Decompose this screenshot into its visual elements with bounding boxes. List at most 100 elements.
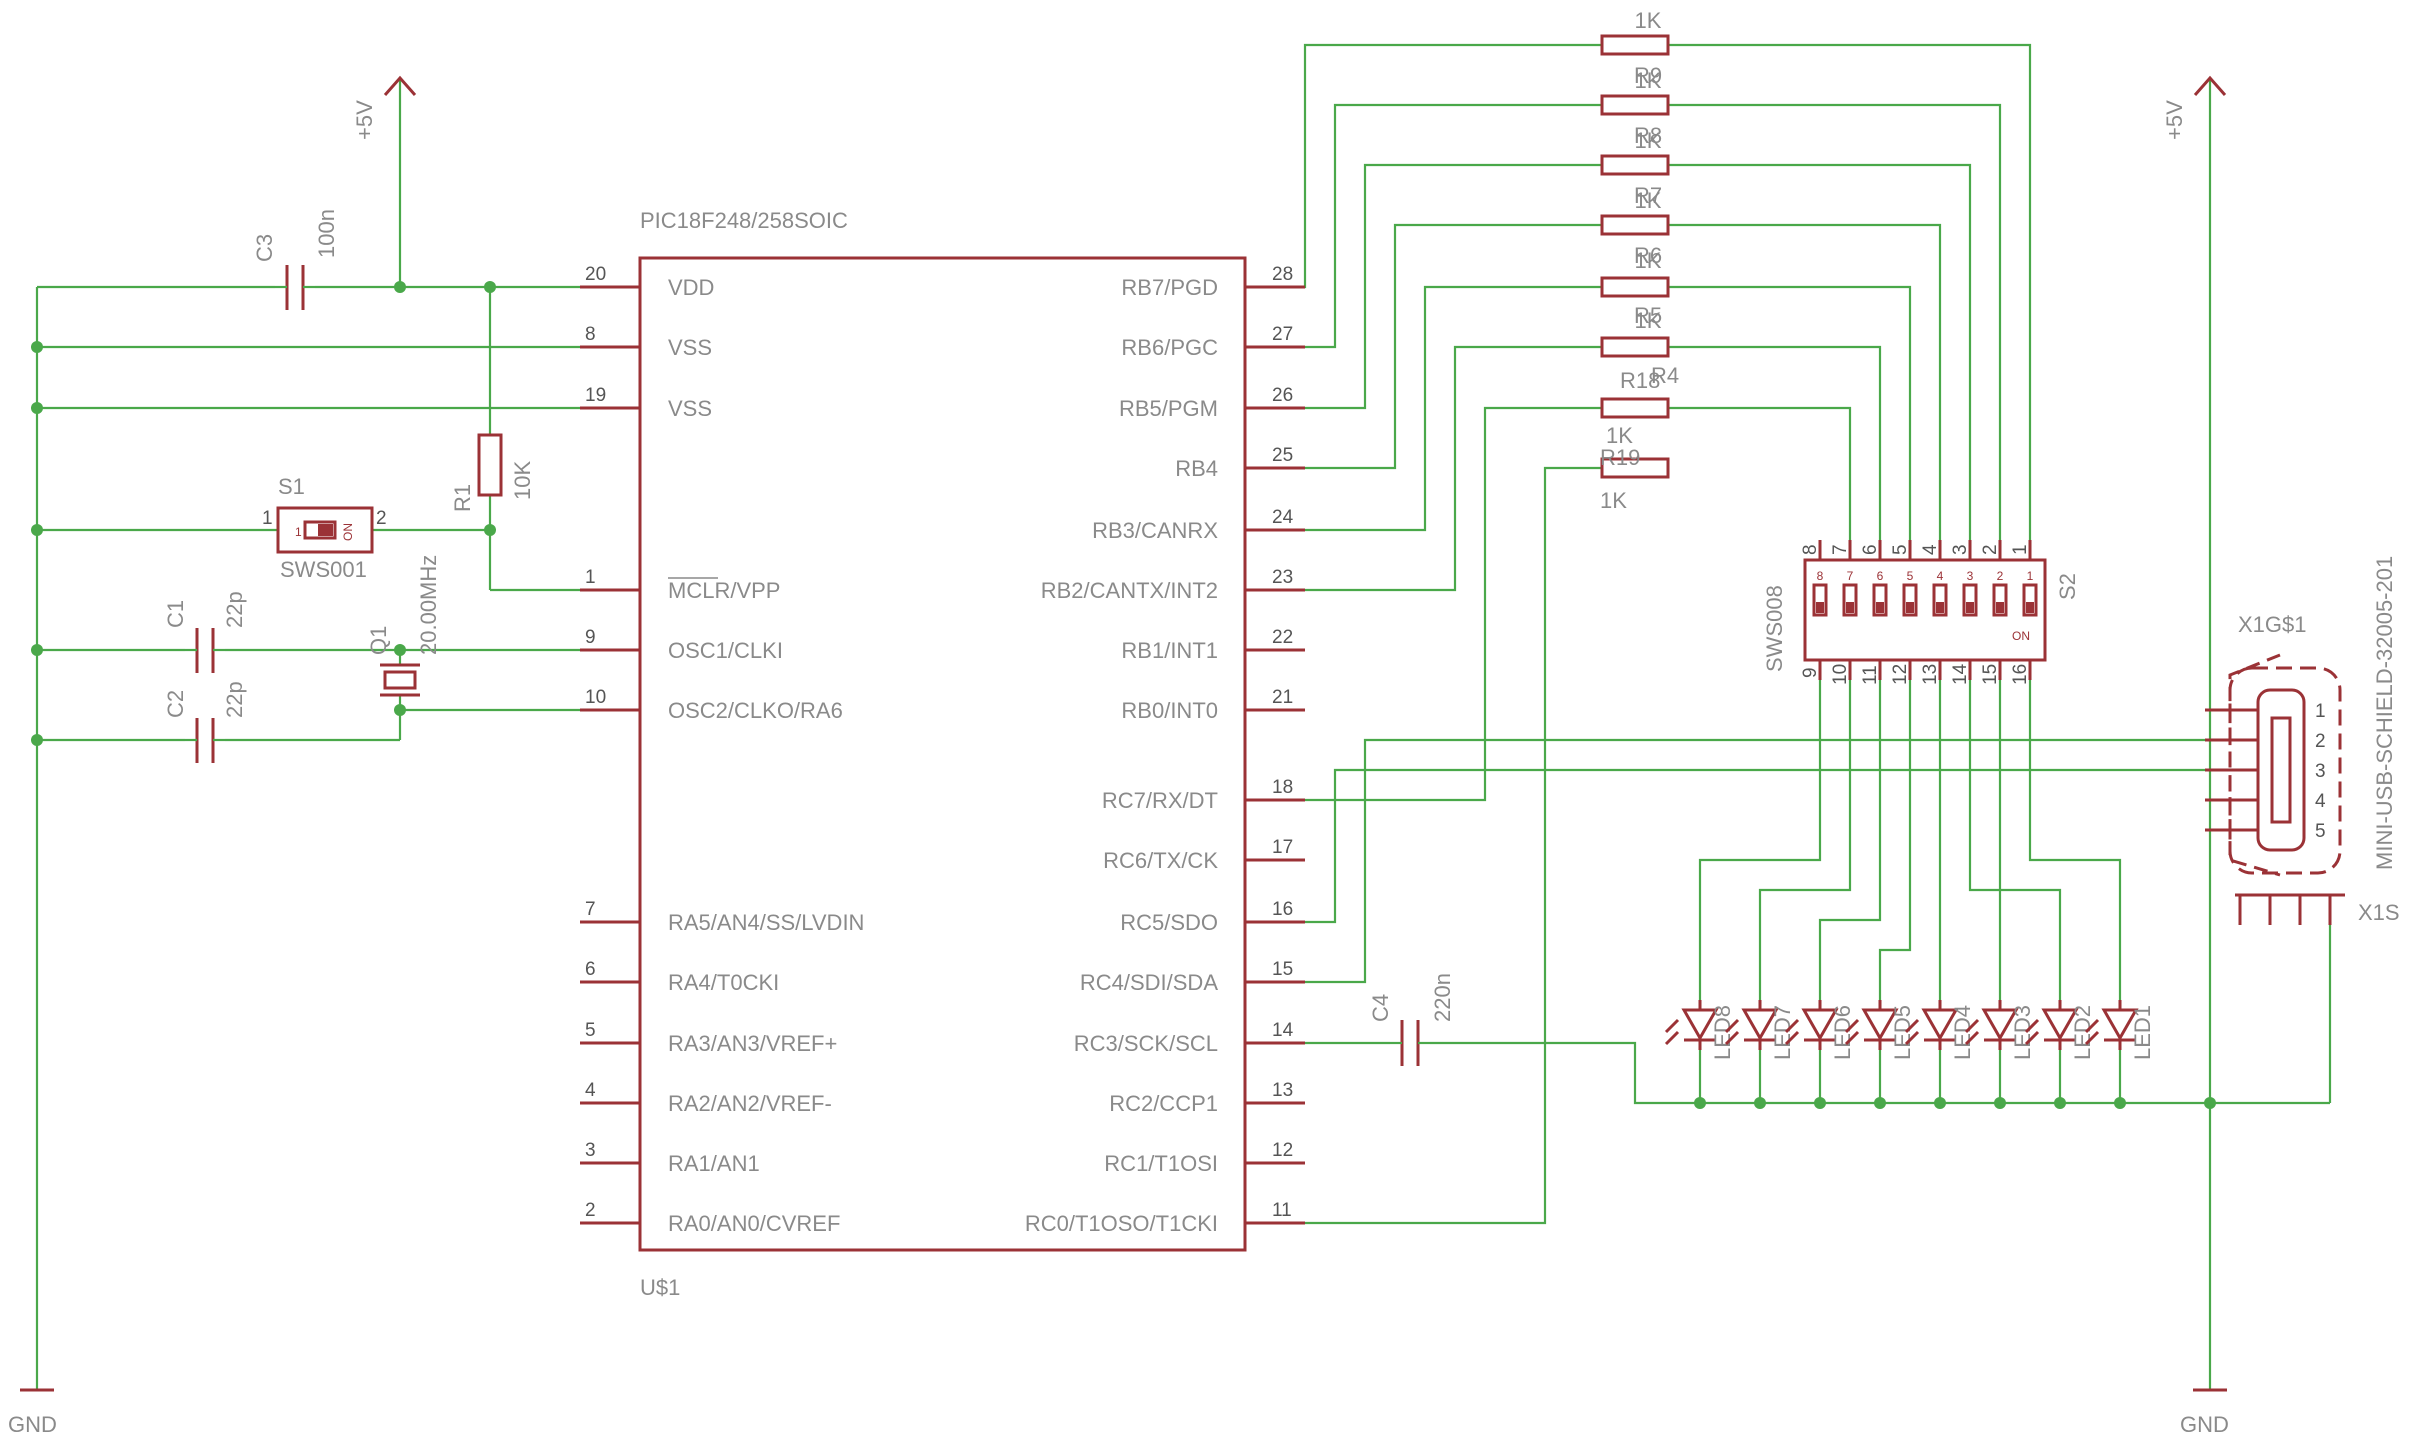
s2-slider (1812, 583, 1828, 617)
resistor-label: 1K (1635, 128, 1662, 153)
mcu-pin-number: 12 (1272, 1140, 1293, 1161)
led-label: LED6 (1830, 1005, 1855, 1060)
led: LED8 (1664, 1000, 1735, 1060)
s2-slider (1992, 583, 2008, 617)
usb-name-g: X1G$1 (2238, 612, 2307, 637)
mcu-pin-number: 23 (1272, 567, 1293, 588)
mcu-pin-label: RB1/INT1 (1121, 638, 1218, 663)
c2-name: C2 (163, 690, 188, 718)
q1-value: 20.00MHz (416, 555, 441, 655)
mcu-pin-label: RA4/T0CKI (668, 970, 779, 995)
mcu-pin-number: 21 (1272, 687, 1293, 708)
s2-slot-mark: 7 (1847, 569, 1854, 583)
mcu-pin-number: 16 (1272, 899, 1293, 920)
s2-name: S2 (2055, 573, 2080, 600)
s1-pin1-mark: 1 (295, 525, 302, 539)
mcu-pin-label: VSS (668, 396, 712, 421)
mcu-pin-label: RC5/SDO (1120, 910, 1218, 935)
crystal-q1: Q1 20.00MHz (366, 555, 441, 697)
resistor-label: R5 (1634, 303, 1662, 328)
resistor-label: 1K (1600, 488, 1627, 513)
usb-pin-number: 2 (2315, 731, 2326, 752)
mcu-pin-number: 1 (585, 567, 596, 588)
s2-slider (1872, 583, 1888, 617)
mcu-pin-number: 6 (585, 959, 596, 980)
s2-top-pin-number: 2 (1980, 544, 2001, 555)
supply-right: +5V GND (2162, 75, 2229, 1435)
mcu-pin-number: 3 (585, 1140, 596, 1161)
mcu-pin-number: 2 (585, 1200, 596, 1221)
s2-slider-knob (1936, 602, 1944, 613)
resistor-label: 1K (1635, 188, 1662, 213)
s2-slider-knob (1876, 602, 1884, 613)
vcc-label-right: +5V (2162, 100, 2187, 140)
mcu-pin-number: 13 (1272, 1080, 1293, 1101)
s2-slider (2022, 583, 2038, 617)
mcu-pin-label: RA2/AN2/VREF- (668, 1091, 832, 1116)
s2-bottom-pin-number: 13 (1920, 664, 1941, 685)
mcu-value: PIC18F248/258SOIC (640, 208, 848, 233)
s2-slider (1842, 583, 1858, 617)
mcu-pin-number: 28 (1272, 264, 1293, 285)
mcu-pin-number: 11 (1272, 1200, 1292, 1221)
mcu-pin-number: 26 (1272, 385, 1293, 406)
led: LED3 (1964, 1000, 2035, 1060)
mcu-pin-label: RC4/SDI/SDA (1080, 970, 1218, 995)
mcu-name: U$1 (640, 1275, 680, 1300)
s2-slider-knob (1966, 602, 1974, 613)
resistor-label: 1K (1635, 8, 1662, 33)
mcu-pin-label: OSC1/CLKI (668, 638, 783, 663)
led-label: LED1 (2130, 1005, 2155, 1060)
mcu-pin-label: RA1/AN1 (668, 1151, 760, 1176)
s2-top-pin-number: 7 (1830, 544, 1851, 555)
mcu-pin-label: RA3/AN3/VREF+ (668, 1031, 837, 1056)
s2-slider-knob (2026, 602, 2034, 613)
led: LED2 (2024, 1000, 2095, 1060)
mcu-pin-number: 9 (585, 627, 596, 648)
mcu-pin-label: RB3/CANRX (1092, 518, 1218, 543)
mcu-pin-label: RA5/AN4/SS/LVDIN (668, 910, 864, 935)
supply-left: +5V GND (8, 75, 417, 1435)
s2-top-pin-number: 1 (2010, 544, 2031, 555)
led: LED1 (2084, 1000, 2155, 1060)
mcu-pin-label: RB5/PGM (1119, 396, 1218, 421)
vcc-label-left: +5V (352, 100, 377, 140)
led-label: LED4 (1950, 1005, 1975, 1060)
led-label: LED3 (2010, 1005, 2035, 1060)
r1-name: R1 (450, 484, 475, 512)
resistor-label: R4 (1651, 363, 1679, 388)
r1-value: 10K (510, 461, 535, 500)
led: LED7 (1724, 1000, 1795, 1060)
c1-name: C1 (163, 600, 188, 628)
s2-slider (1902, 583, 1918, 617)
gnd-label-right: GND (2180, 1412, 2229, 1435)
mcu-pin-label: RC1/T1OSI (1104, 1151, 1218, 1176)
mcu-pin-number: 20 (585, 264, 606, 285)
s2-slider-knob (1906, 602, 1914, 613)
resistor-label: R8 (1634, 123, 1662, 148)
s2-slider-knob (1996, 602, 2004, 613)
s2-slot-mark: 3 (1967, 569, 1974, 583)
mcu: PIC18F248/258SOIC U$1 20VDD8VSS19VSS1MCL… (580, 208, 1305, 1300)
mcu-pin-number: 22 (1272, 627, 1293, 648)
resistor-label: R7 (1634, 183, 1662, 208)
s2-bottom-pin-number: 12 (1890, 664, 1911, 685)
s1-value: SWS001 (280, 557, 367, 582)
mcu-pin-number: 7 (585, 899, 596, 920)
s1-pin1: 1 (262, 508, 273, 529)
led-label: LED5 (1890, 1005, 1915, 1060)
usb-pin-number: 3 (2315, 761, 2326, 782)
c2-value: 22p (222, 681, 247, 718)
resistor-label: R9 (1634, 63, 1662, 88)
s2-top-pin-number: 3 (1950, 544, 1971, 555)
s2-slot-mark: 6 (1877, 569, 1884, 583)
c4-value: 220n (1430, 973, 1455, 1022)
led: LED5 (1844, 1000, 1915, 1060)
mcu-pin-label: VDD (668, 275, 714, 300)
s2-top-pin-number: 4 (1920, 544, 1941, 555)
mcu-pin-label: RB6/PGC (1121, 335, 1218, 360)
switch-s1: 1 ON S1 1 2 SWS001 (262, 474, 387, 582)
